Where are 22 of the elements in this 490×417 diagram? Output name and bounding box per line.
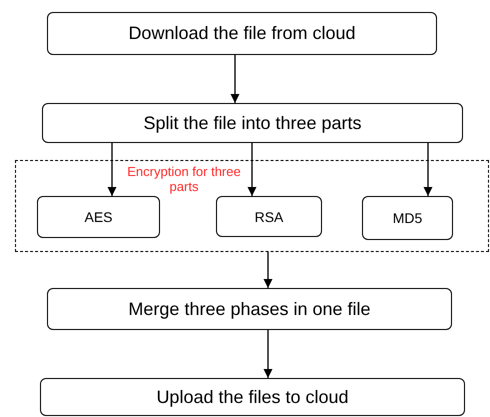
box-label: RSA: [254, 208, 284, 224]
box-label: AES: [84, 209, 112, 225]
box-label: Split the file into three parts: [143, 112, 362, 134]
box-label: Merge three phases in one file: [128, 298, 371, 320]
dashed-group-box: [15, 160, 489, 252]
group-label: Encryption for three parts: [126, 164, 242, 194]
arrow: [230, 55, 240, 103]
process-box: [47, 288, 452, 330]
box-label: Download the file from cloud: [128, 23, 356, 44]
process-box: [42, 103, 463, 143]
box-label: MD5: [392, 210, 422, 226]
process-box: [37, 196, 160, 238]
arrow: [424, 143, 432, 196]
arrow: [264, 330, 272, 378]
process-box: [40, 378, 465, 416]
process-box: [362, 196, 453, 240]
process-box: [47, 12, 437, 55]
process-box: [216, 196, 322, 237]
arrow: [248, 143, 256, 196]
arrow: [264, 252, 272, 288]
box-label: Upload the files to cloud: [156, 386, 349, 408]
arrow: [108, 143, 116, 196]
